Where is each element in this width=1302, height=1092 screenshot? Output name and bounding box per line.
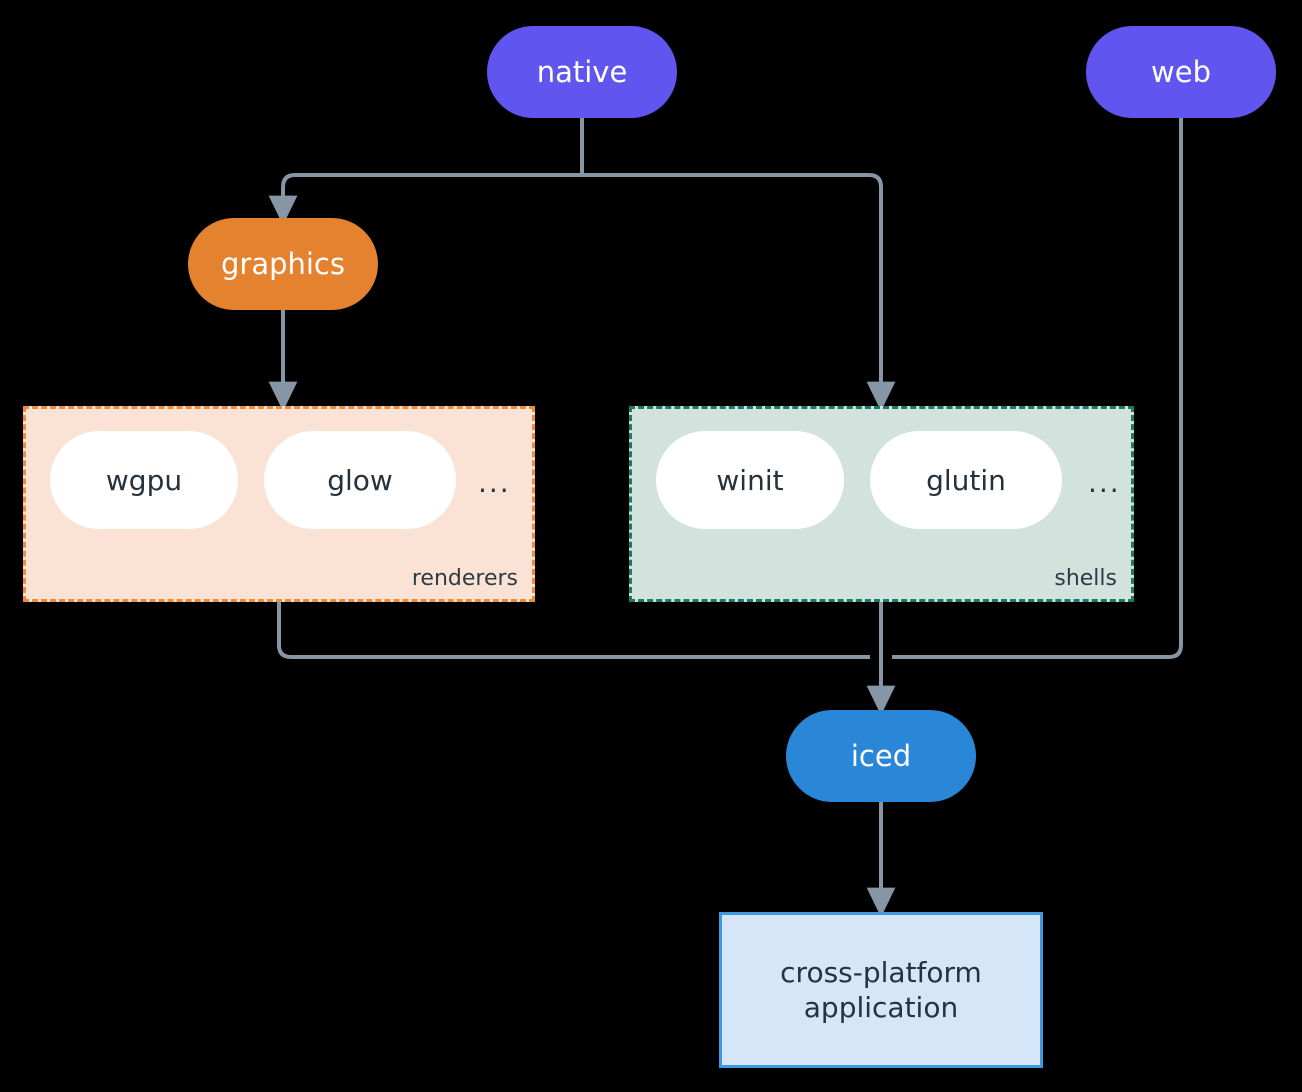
shells-overflow-ellipsis: ...: [1088, 466, 1121, 499]
node-glow[interactable]: glow: [264, 431, 456, 529]
edge-renderers-to-iced: [277, 602, 870, 659]
node-native[interactable]: native: [487, 26, 677, 118]
edge-native-to-graphics: [268, 173, 582, 226]
node-web[interactable]: web: [1086, 26, 1276, 118]
renderers-overflow-ellipsis: ...: [478, 466, 511, 499]
edge-native-to-shells: [582, 173, 896, 412]
node-cross-platform-application[interactable]: cross-platform application: [719, 912, 1043, 1068]
application-line-1: cross-platform: [780, 956, 982, 989]
node-winit[interactable]: winit: [656, 431, 844, 529]
node-iced[interactable]: iced: [786, 710, 976, 802]
application-line-2: application: [803, 991, 959, 1024]
node-wgpu[interactable]: wgpu: [50, 431, 238, 529]
node-glutin[interactable]: glutin: [870, 431, 1062, 529]
group-renderers-label: renderers: [411, 566, 518, 591]
group-shells-label: shells: [1054, 566, 1117, 591]
node-graphics[interactable]: graphics: [188, 218, 378, 310]
